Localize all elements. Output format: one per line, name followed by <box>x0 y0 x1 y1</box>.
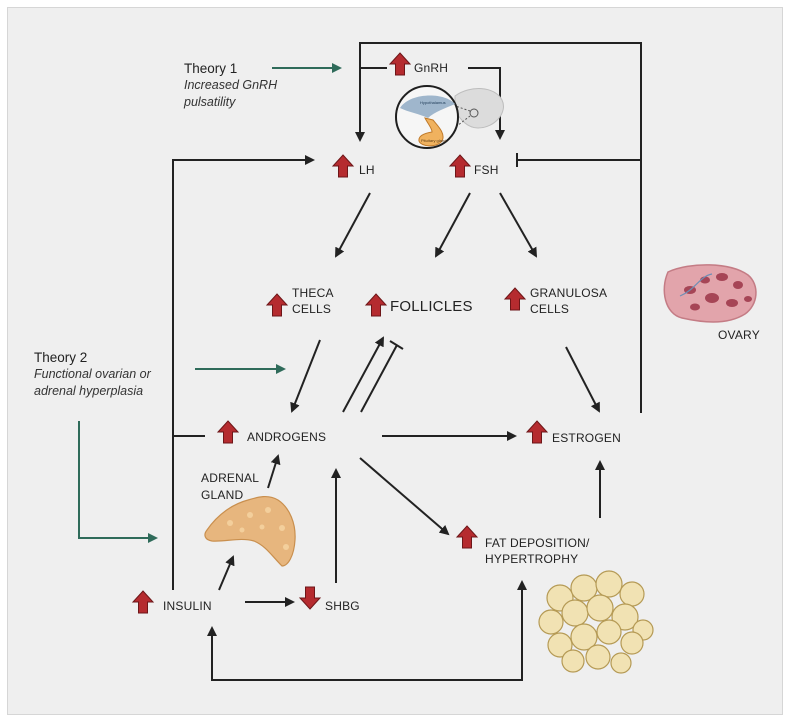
fsh-to-follicles-arrow <box>435 192 471 258</box>
svg-text:Pituitary gland: Pituitary gland <box>421 138 446 143</box>
svg-text:Hypothalamus: Hypothalamus <box>420 100 446 105</box>
androgens-label: ANDROGENS <box>247 430 327 444</box>
adrenal-gland-icon <box>204 495 296 567</box>
fat-deposition-label-line2: HYPERTROPHY <box>485 552 579 566</box>
adrenal-gland-label-line1: ADRENAL <box>201 471 260 485</box>
androgens-to-fat-arrow <box>359 457 450 536</box>
hypothalamus-pituitary-icon: Hypothalamus Pituitary gland <box>395 85 504 149</box>
diagram-background <box>7 7 783 715</box>
theory-2: Theory 2 Functional ovarian or adrenal h… <box>34 349 151 400</box>
gnrh-label: GnRH <box>414 61 449 75</box>
theory-2-title: Theory 2 <box>34 350 88 365</box>
ovary-icon <box>663 264 757 323</box>
insulin-fat-loop-line <box>211 580 527 681</box>
fat-deposition-label-line1: FAT DEPOSITION/ <box>485 536 590 550</box>
ovary-label: OVARY <box>718 328 760 342</box>
androgens-to-follicles-arrow <box>342 336 384 413</box>
theory2-down-arrow <box>78 421 158 543</box>
fsh-to-granulosa-arrow <box>499 192 537 258</box>
adrenal-to-androgens-arrow <box>267 454 281 489</box>
insulin-label: INSULIN <box>163 599 212 613</box>
theca-to-androgens-arrow <box>290 339 321 413</box>
theca-cells-label-line2: CELLS <box>292 302 332 316</box>
granulosa-to-estrogen-arrow <box>565 346 600 413</box>
estrogen-label: ESTROGEN <box>552 431 621 445</box>
shbg-label: SHBG <box>325 599 360 613</box>
theory-1-description: Increased GnRH pulsatility <box>184 78 278 109</box>
estrogen-feedback-line <box>355 42 642 413</box>
theory-1-title: Theory 1 <box>184 61 238 76</box>
insulin-to-lh-line <box>172 155 315 590</box>
granulosa-cells-label-line2: CELLS <box>530 302 570 316</box>
fsh-label: FSH <box>474 163 499 177</box>
follicles-inhibit-line <box>360 344 398 413</box>
theory-1: Theory 1 Increased GnRH pulsatility <box>184 60 277 111</box>
follicles-label: FOLLICLES <box>390 298 473 315</box>
lh-to-theca-arrow <box>335 192 371 258</box>
insulin-to-adrenal-arrow <box>218 555 235 591</box>
granulosa-cells-label-line1: GRANULOSA <box>530 286 608 300</box>
theca-cells-label-line1: THECA <box>292 286 334 300</box>
adrenal-gland-label-line2: GLAND <box>201 488 244 502</box>
inhibit-bar-follicles <box>389 340 404 350</box>
lh-label: LH <box>359 163 375 177</box>
theory-2-description: Functional ovarian or adrenal hyperplasi… <box>34 367 151 398</box>
fat-cells-icon <box>538 570 654 674</box>
